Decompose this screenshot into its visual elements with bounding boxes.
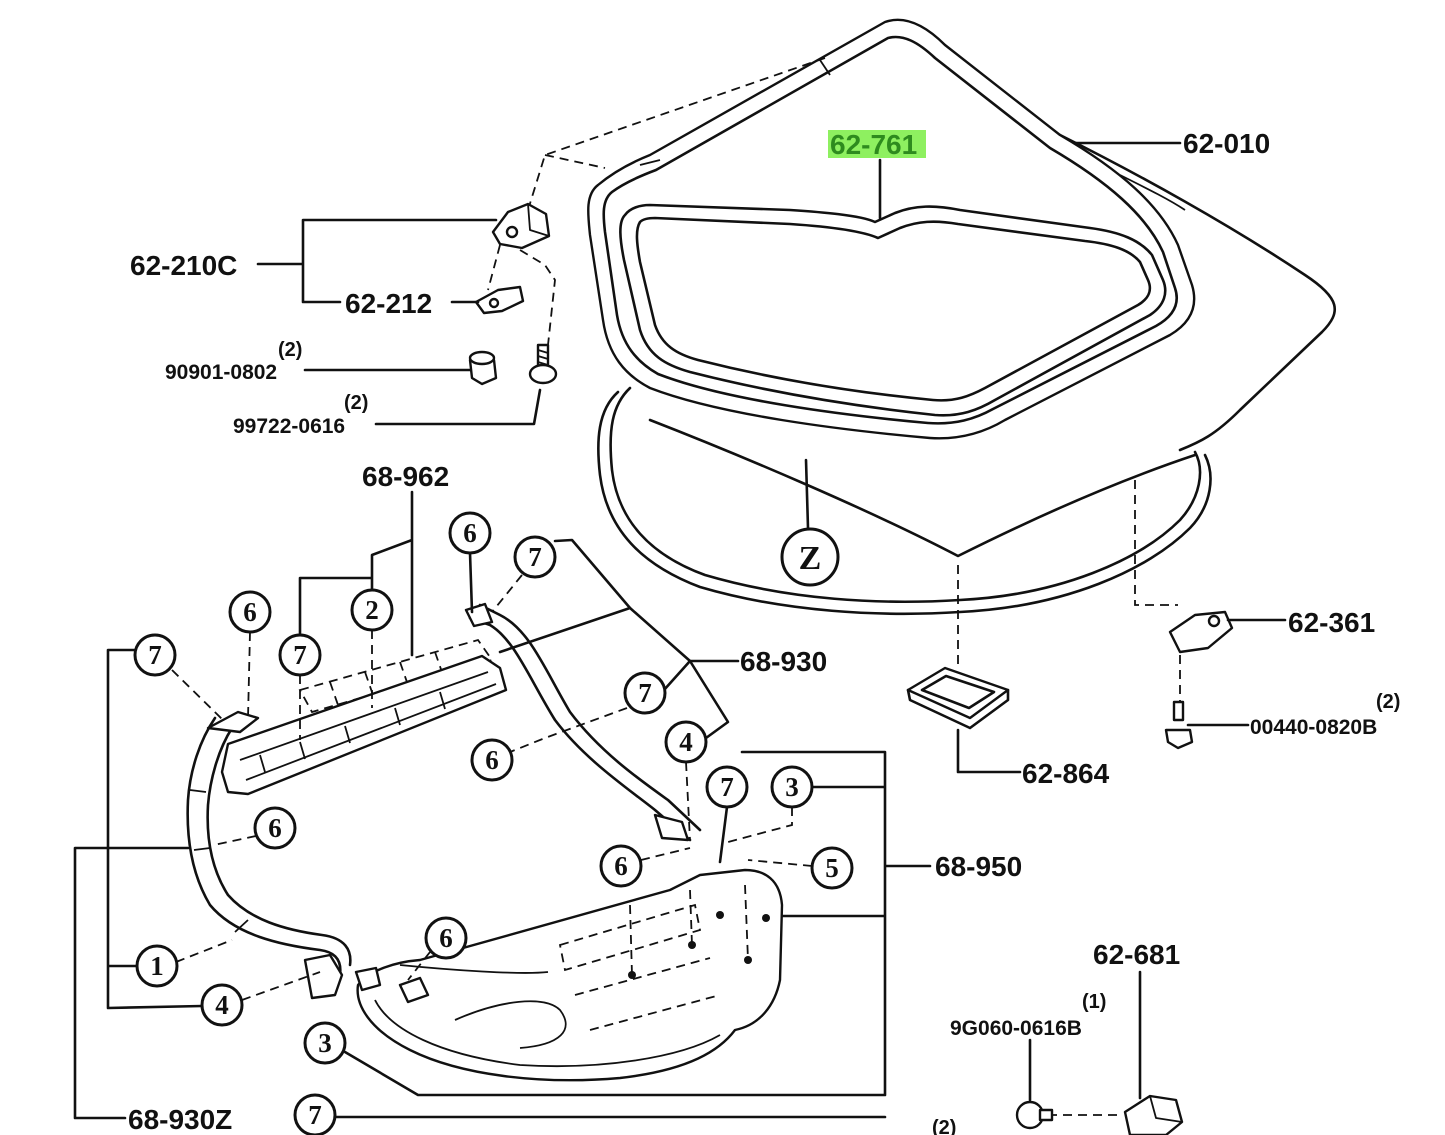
callout-marker: 6 [470,738,514,782]
callout-marker: 7 [293,1093,337,1135]
part-label-00440-0820B: 00440-0820B [1250,716,1377,739]
trim-68-962 [220,490,508,796]
hinge-62-210C [491,202,551,250]
callout-number: 3 [318,1028,332,1058]
callout-number: 4 [679,727,693,757]
pad-62-864 [906,565,1022,774]
assembly-lines-hinge [487,57,826,346]
part-label-62-681: 62-681 [1093,939,1180,970]
qty-label-bottom: (2) [932,1117,956,1135]
part-label-62-761: 62-761 [830,129,917,160]
callout-marker: 7 [705,765,749,809]
leader-lines-trim [73,538,932,1120]
callout-marker: 4 [200,983,244,1027]
trim-68-950 [354,868,784,1082]
part-label-68-962: 68-962 [362,461,449,492]
callout-marker: 6 [424,916,468,960]
part-label-62-210C: 62-210C [130,250,237,281]
part-label-62-361: 62-361 [1288,607,1375,638]
callout-number: 7 [148,640,162,670]
bolt-00440-0820B [1164,700,1250,750]
callout-marker: 4 [664,720,708,764]
hinge-62-212 [474,285,525,315]
latch-62-681 [1048,970,1184,1135]
callout-number: 6 [614,851,628,881]
callout-marker: 6 [599,844,643,888]
qty-label-9G060: (1) [1082,991,1106,1013]
callout-marker: 2 [350,588,394,632]
callout-number: 7 [308,1100,322,1130]
callout-marker: 3 [770,765,814,809]
part-label-9G060-0616B: 9G060-0616B [950,1017,1082,1040]
view-marker: Z [780,458,840,587]
callout-number: 2 [365,595,379,625]
trim-68-930-left [186,710,352,1000]
callout-number: 7 [528,542,542,572]
callout-number: 7 [638,678,652,708]
callout-number: 6 [268,813,282,843]
trim-68-930-diagonal [464,602,702,842]
callout-marker: 5 [810,846,854,890]
callout-number: 6 [243,597,257,627]
bolt-90901-0802 [468,350,498,386]
part-label-68-950: 68-950 [935,851,1022,882]
callout-number: 3 [785,772,799,802]
part-label-68-930Z: 68-930Z [128,1104,232,1135]
qty-label-90901: (2) [278,339,302,361]
callout-marker: 7 [623,671,667,715]
callout-number: 7 [293,640,307,670]
callout-marker: 6 [448,511,492,555]
callout-marker: 7 [513,535,557,579]
weatherstrip-62-761 [619,203,1167,417]
part-label-90901-0802: 90901-0802 [165,361,277,384]
striker-62-361 [1134,480,1287,705]
callout-marker: 6 [228,590,272,634]
part-label-62-864: 62-864 [1022,758,1110,789]
callout-number: 6 [439,923,453,953]
screw-99722-0616 [528,343,558,385]
qty-label-99722: (2) [344,392,368,414]
callout-marker: 1 [135,944,179,988]
callout-number: 5 [825,853,839,883]
callout-number: 6 [463,518,477,548]
callout-marker: 7 [278,633,322,677]
callout-number: 1 [150,951,164,981]
view-marker-letter: Z [799,540,822,577]
part-label-62-010: 62-010 [1183,128,1270,159]
callout-number: 4 [215,990,229,1020]
callout-number: 6 [485,745,499,775]
part-label-68-930: 68-930 [740,646,827,677]
bolt-9G060-0616B [1015,1038,1054,1130]
trunk-lid-62-010 [587,18,1337,616]
part-label-62-212: 62-212 [345,288,432,319]
highlight-background [828,130,926,158]
callout-marker: 7 [133,633,177,677]
leader-lines-hinge [256,141,1182,426]
part-label-99722-0616: 99722-0616 [233,415,345,438]
callout-number: 7 [720,772,734,802]
qty-label-00440: (2) [1376,691,1400,713]
callout-marker: 6 [253,806,297,850]
callout-marker: 3 [303,1021,347,1065]
